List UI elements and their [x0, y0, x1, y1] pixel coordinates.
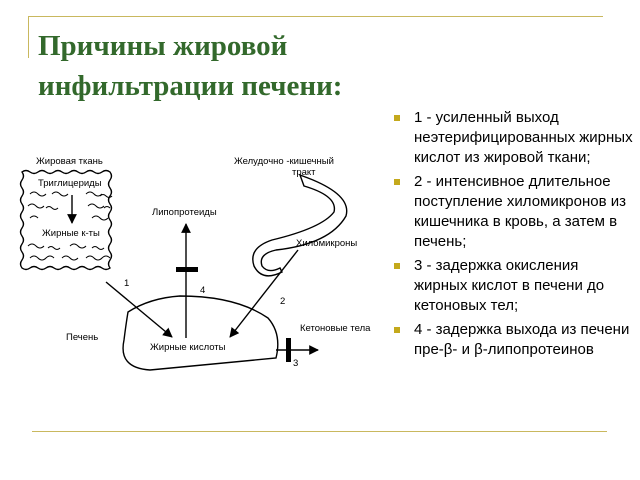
triglycerides-label: Триглицериды	[38, 178, 102, 189]
bullet-item: 3 - задержка окисления жирных кислот в п…	[388, 256, 633, 316]
arrow-number-2: 2	[280, 296, 285, 307]
ketone-block-bar	[286, 338, 291, 362]
ketone-label: Кетоновые тела	[300, 323, 371, 334]
bullet-text: 3 - задержка окисления жирных кислот в п…	[414, 257, 605, 314]
bullet-marker-icon	[394, 263, 400, 269]
bullet-list: 1 - усиленный выход неэтерифицированных …	[388, 108, 633, 364]
gi-tract-label-line2: тракт	[292, 167, 316, 178]
liver-shape	[122, 295, 279, 371]
chylomicrons-label: Хиломикроны	[296, 238, 357, 249]
left-rule	[28, 16, 29, 58]
top-rule	[28, 16, 603, 17]
gi-tract-label-line1: Желудочно -кишечный	[234, 156, 334, 167]
arrow-number-1: 1	[124, 278, 129, 289]
gi-tract-shape	[252, 173, 348, 277]
lipoproteins-label: Липопротеиды	[152, 207, 217, 218]
liver-fat-diagram: Жировая ткань Триглицериды Жирные к-ты Ж…	[19, 156, 371, 371]
arrow-number-3: 3	[293, 358, 298, 369]
bullet-text: 2 - интенсивное длительное поступление х…	[414, 173, 626, 250]
fatty-acids-adipose-label: Жирные к-ты	[42, 228, 100, 239]
liver-label: Печень	[66, 332, 98, 343]
bullet-item: 1 - усиленный выход неэтерифицированных …	[388, 108, 633, 168]
bullet-text: 1 - усиленный выход неэтерифицированных …	[414, 109, 633, 166]
slide-title: Причины жировой инфильтрации печени:	[38, 30, 343, 102]
bullet-marker-icon	[394, 179, 400, 185]
bullet-marker-icon	[394, 115, 400, 121]
gi-to-liver-arrow	[229, 249, 299, 338]
adipose-to-liver-arrow	[105, 281, 173, 338]
bullet-marker-icon	[394, 327, 400, 333]
lipoprotein-block-bar	[176, 267, 198, 272]
fatty-acids-label: Жирные кислоты	[150, 342, 226, 353]
bottom-rule	[32, 431, 607, 432]
adipose-tissue-shape	[19, 169, 113, 271]
bullet-item: 2 - интенсивное длительное поступление х…	[388, 172, 633, 252]
adipose-label: Жировая ткань	[36, 156, 103, 167]
arrow-number-4: 4	[200, 285, 205, 296]
bullet-text: 4 - задержка выхода из печени пре-β- и β…	[414, 321, 630, 358]
bullet-item: 4 - задержка выхода из печени пре-β- и β…	[388, 320, 633, 360]
fat-cell-squiggles	[27, 191, 113, 261]
